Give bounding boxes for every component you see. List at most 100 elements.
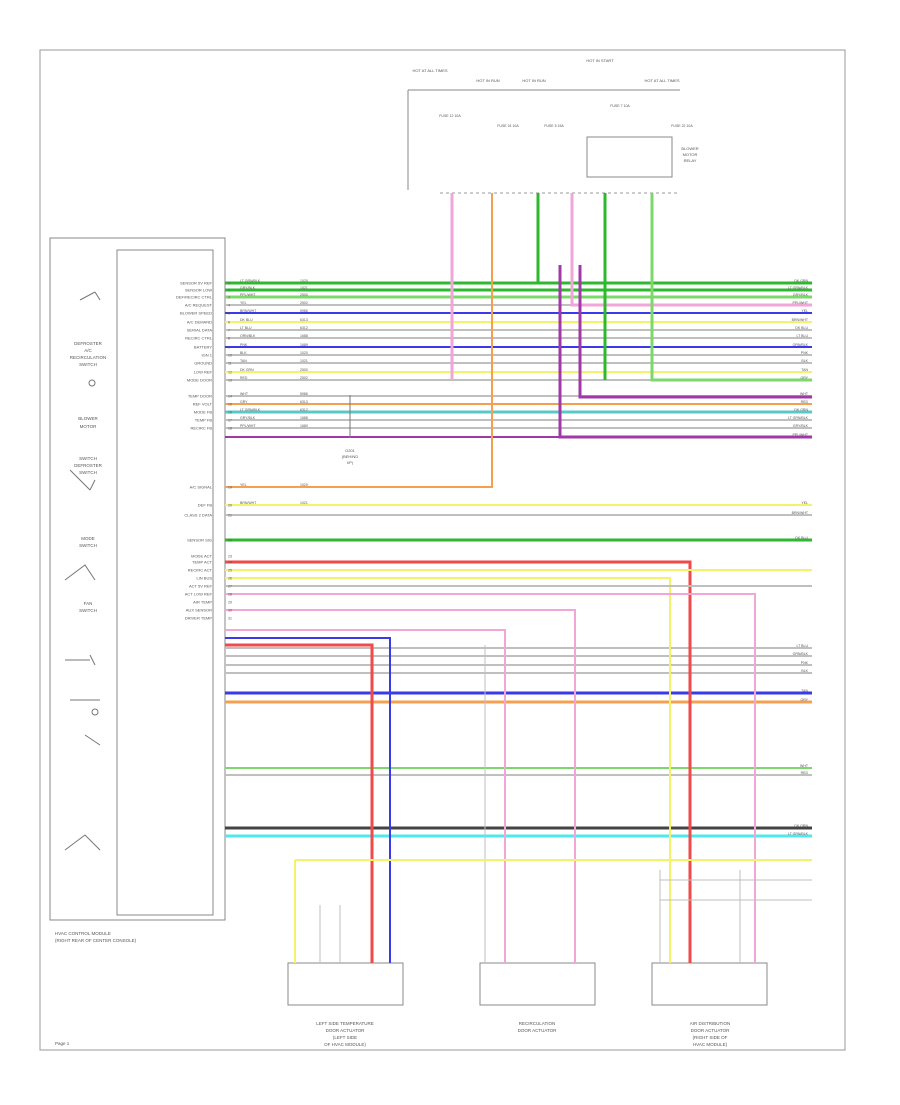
ground-label: G201 xyxy=(345,448,356,453)
right-wire-label: LT GRN/BLK xyxy=(788,416,809,420)
wire-color-label: YEL xyxy=(240,483,247,487)
left-device-label: DEFROSTER xyxy=(74,463,103,468)
left-device-label: SWITCH xyxy=(79,470,97,475)
wire-vertical xyxy=(225,637,391,963)
pin-number: 21 xyxy=(228,514,232,518)
component-label: (LEFT SIDE xyxy=(333,1035,357,1040)
circuit-number: 1020 xyxy=(300,279,308,283)
right-wire-label: BRN/WHT xyxy=(792,511,809,515)
switch-symbols xyxy=(64,291,101,851)
pin-number: 26 xyxy=(228,577,232,581)
pin-label: SENSOR SIG xyxy=(187,538,212,543)
circuit-number: 1020 xyxy=(300,351,308,355)
wire-vertical xyxy=(225,560,692,963)
component-label: AIR DISTRIBUTION xyxy=(690,1021,731,1026)
pin-label: MODE FB xyxy=(194,410,213,415)
right-wire-label: PPL/WHT xyxy=(792,301,808,305)
fuse-name: FUSE 22 10A xyxy=(671,124,693,128)
pin-number: 23 xyxy=(228,555,232,559)
pin-number: 9 xyxy=(228,346,230,350)
wire-color-label: PPL/WHT xyxy=(240,293,256,297)
pin-label: BATTERY xyxy=(194,345,212,350)
right-wire-label: PNK xyxy=(801,661,809,665)
left-device-label: SWITCH xyxy=(79,362,97,367)
pin-label: DEF/RECIRC CTRL xyxy=(176,295,213,300)
component-label: DOOR ACTUATOR xyxy=(691,1028,731,1033)
relay-label: MOTOR xyxy=(683,152,698,157)
pin-number: 30 xyxy=(228,609,232,613)
left-device-label: DEFROSTER xyxy=(74,341,103,346)
fuse-label: HOT AT ALL TIMES xyxy=(412,68,447,73)
pin-label: AUX SENSOR xyxy=(186,608,212,613)
fuse-label: HOT IN START xyxy=(586,58,614,63)
wire-color-label: LT GRN/BLK xyxy=(240,279,261,283)
pin-label: A/C SIGNAL xyxy=(190,485,213,490)
pin-number: 19 xyxy=(228,486,232,490)
wire-vertical xyxy=(225,609,576,963)
component-label: RECIRCULATION xyxy=(519,1021,555,1026)
page-number: Page 1 xyxy=(55,1041,70,1046)
pin-label: ACT 5V REF xyxy=(189,584,213,589)
pin-label: SENSOR LOW xyxy=(185,288,212,293)
circuit-number: 1021 xyxy=(300,286,308,290)
wire-color-label: WHT xyxy=(240,392,249,396)
right-wire-label: LT GRN/BLK xyxy=(788,286,809,290)
right-wire-label: RED xyxy=(801,771,809,775)
pin-number: 3 xyxy=(228,296,230,300)
wire-vertical xyxy=(578,265,812,399)
right-wire-label: TAN xyxy=(801,689,808,693)
circuit-number: 2500 xyxy=(300,293,308,297)
air-dist-actuator-box xyxy=(651,962,768,1006)
pin-number: 29 xyxy=(228,601,232,605)
circuit-number: 1688 xyxy=(300,416,308,420)
right-wire-label: BLK xyxy=(801,359,808,363)
pin-number: 4 xyxy=(228,304,230,308)
circuit-number: 1688 xyxy=(300,334,308,338)
circuit-number: 6312 xyxy=(300,408,308,412)
pin-label: A/C DEMAND xyxy=(187,320,212,325)
pin-label: CLASS 2 DATA xyxy=(184,513,212,518)
pin-label: DEF FB xyxy=(198,503,213,508)
pin-label: GROUND xyxy=(194,361,212,366)
right-wire-label: YEL xyxy=(801,501,808,505)
pin-label: DRIVER TEMP xyxy=(185,616,213,621)
component-label: (RIGHT SIDE OF xyxy=(693,1035,728,1040)
right-wire-label: DK GRN xyxy=(794,279,808,283)
recirc-actuator-box xyxy=(479,962,596,1006)
wire-vertical xyxy=(225,629,506,963)
wire-layer xyxy=(225,193,812,963)
right-wire-label: LT GRN/BLK xyxy=(788,832,809,836)
wire-vertical xyxy=(225,593,756,963)
wire-color-label: RED xyxy=(240,376,248,380)
circuit-number: 2502 xyxy=(300,301,308,305)
pin-label: SENSOR 5V REF xyxy=(180,281,213,286)
left-device-label: MOTOR xyxy=(80,424,97,429)
left-device-label: FAN xyxy=(84,601,93,606)
right-wire-label: TAN xyxy=(801,368,808,372)
wire-color-label: GRY xyxy=(240,400,248,404)
relay-label: BLOWER xyxy=(681,146,698,151)
diagram-frame xyxy=(39,49,846,1051)
right-wire-label: DK GRN xyxy=(794,408,808,412)
pin-number: 20 xyxy=(228,504,232,508)
right-wire-label: DK BLU xyxy=(795,536,808,540)
circuit-number: 1689 xyxy=(300,424,308,428)
circuit-number: 6312 xyxy=(300,326,308,330)
left-temp-actuator-box xyxy=(287,962,404,1006)
left-device-label: SWITCH xyxy=(79,608,97,613)
left-device-label: A/C xyxy=(84,348,92,353)
circuit-number: 2502 xyxy=(300,376,308,380)
right-wire-label: WHT xyxy=(800,764,809,768)
pin-number: 10 xyxy=(228,354,232,358)
pin-number: 6 xyxy=(228,321,230,325)
fuse-label: HOT IN RUN xyxy=(522,78,545,83)
fuse-name: FUSE 12 10A xyxy=(439,114,461,118)
pin-number: 17 xyxy=(228,419,232,423)
pin-label: AIR TEMP xyxy=(193,600,212,605)
pin-number: 1 xyxy=(228,282,230,286)
wire-vertical xyxy=(225,193,493,488)
pin-number: 11 xyxy=(228,362,232,366)
pin-label: REF VOLT xyxy=(193,402,213,407)
pin-number: 27 xyxy=(228,585,232,589)
component-label: DOOR ACTUATOR xyxy=(326,1028,366,1033)
